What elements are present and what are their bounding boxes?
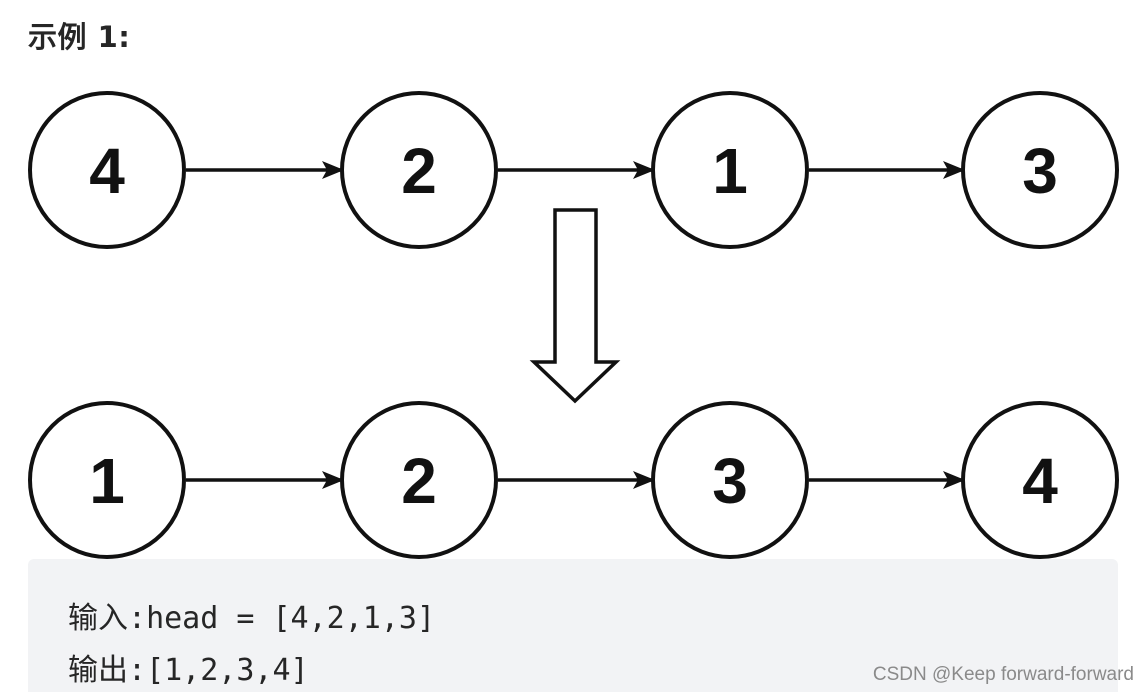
node-after-2-label: 3 [712, 445, 748, 517]
output-value: [1,2,3,4] [146, 653, 309, 688]
transform-down-arrow [529, 208, 621, 404]
code-block: 输入:head = [4,2,1,3] 输出:[1,2,3,4] [28, 559, 1118, 692]
node-before-3-label: 3 [1022, 135, 1058, 207]
node-before-0 [28, 91, 186, 249]
input-label: 输入: [68, 601, 147, 636]
row-before: 4 2 1 3 [28, 91, 1119, 249]
node-after-3-label: 4 [1022, 445, 1058, 517]
node-before-1-label: 2 [401, 135, 437, 207]
node-before-2-label: 1 [712, 135, 748, 207]
node-before-0-label: 4 [89, 135, 125, 207]
node-after-0-label: 1 [89, 445, 125, 517]
output-label: 输出: [68, 653, 147, 688]
input-value: head = [4,2,1,3] [146, 601, 436, 636]
example-title: 示例 1: [28, 20, 131, 54]
row-after: 1 2 3 4 [28, 401, 1119, 559]
input-line: 输入:head = [4,2,1,3] [68, 593, 435, 637]
node-after-1-label: 2 [401, 445, 437, 517]
output-line: 输出:[1,2,3,4] [68, 645, 309, 689]
node-after-0 [28, 401, 186, 559]
watermark: CSDN @Keep forward-forward [872, 664, 1134, 685]
linked-list-diagram: 4 2 1 3 1 2 3 4 [28, 91, 1119, 559]
